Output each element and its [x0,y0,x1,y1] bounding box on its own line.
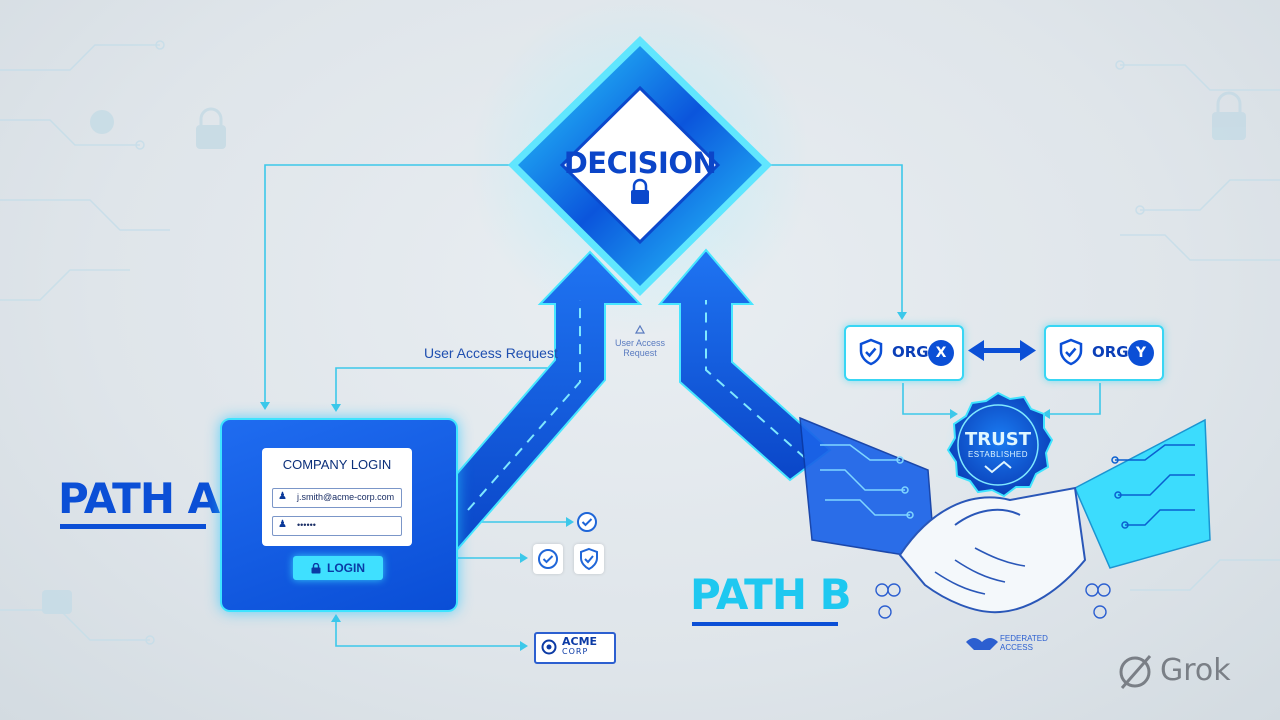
link-icons [875,583,1111,619]
trust-seal [944,391,1054,499]
left-circuit-panel [799,416,936,561]
trust-title: TRUST [965,429,1031,450]
path-b-underline [692,622,838,626]
email-value: j.smith@acme-corp.com [297,492,395,502]
federated-handshake-icon [966,638,998,650]
federated-line2: ACCESS [1000,643,1033,652]
shield-check-icon [580,547,598,571]
arrows-bidirectional-icon [968,340,1036,361]
small-triangle-icon [634,324,646,334]
login-card: COMPANY LOGIN ♟ j.smith@acme-corp.com ♟ … [262,448,412,546]
key-user-icon: ♟ [278,519,287,530]
acme-text: ACME CORP [562,635,598,657]
small-label-line1: User Access [614,338,665,348]
path-a-underline [60,524,206,529]
trust-subtitle: ESTABLISHED [967,450,1029,459]
path-b-arrow [657,248,832,482]
email-field[interactable]: ♟ j.smith@acme-corp.com [272,488,402,508]
small-label-line2: Request [623,348,657,358]
login-title: COMPANY LOGIN [282,457,392,472]
path-b-label: PATH B [690,570,852,619]
check-chip [533,544,563,574]
watermark-text: Grok [1160,653,1231,688]
org-y-box: ORG Y [1044,325,1164,381]
org-y-name: ORG [1092,343,1129,361]
grok-watermark: Grok [1160,653,1231,688]
login-button[interactable]: LOGIN [293,556,383,580]
path-a-arrow [454,250,643,555]
shield-check-icon [1059,338,1083,366]
user-access-request-small-label: User Access Request [602,338,678,358]
target-icon [541,639,557,655]
login-button-label: LOGIN [327,561,365,575]
lock-icon [631,178,649,204]
org-x-name: ORG [892,343,929,361]
check-icon [576,511,598,533]
org-y-badge: Y [1128,340,1154,366]
login-panel: COMPANY LOGIN ♟ j.smith@acme-corp.com ♟ … [220,418,458,612]
shield-chip [574,544,604,574]
acme-line1: ACME [562,635,598,648]
lock-icon [311,562,321,573]
grok-logo-icon [1119,655,1152,689]
federated-line1: FEDERATED [1000,634,1048,643]
right-circuit-panel [1074,418,1211,569]
handshake-icon [898,486,1087,614]
user-icon: ♟ [278,491,287,502]
acme-line2: CORP [562,647,589,656]
password-field[interactable]: ♟ •••••• [272,516,402,536]
shield-check-icon [859,338,883,366]
connector-lines [264,164,1101,647]
decision-diamond [508,36,772,296]
org-x-box: ORG X [844,325,964,381]
decision-label: DECISION [563,146,717,180]
federated-access-label: FEDERATED ACCESS [1000,634,1048,652]
path-a-label: PATH A [58,474,220,523]
org-x-badge: X [928,340,954,366]
password-value: •••••• [297,520,316,530]
check-icon [538,549,558,569]
acme-corp-logo: ACME CORP [534,632,616,664]
faint-lock-icons [42,91,1246,614]
circuit-background [0,40,1280,645]
user-access-request-label: User Access Request [424,345,558,361]
